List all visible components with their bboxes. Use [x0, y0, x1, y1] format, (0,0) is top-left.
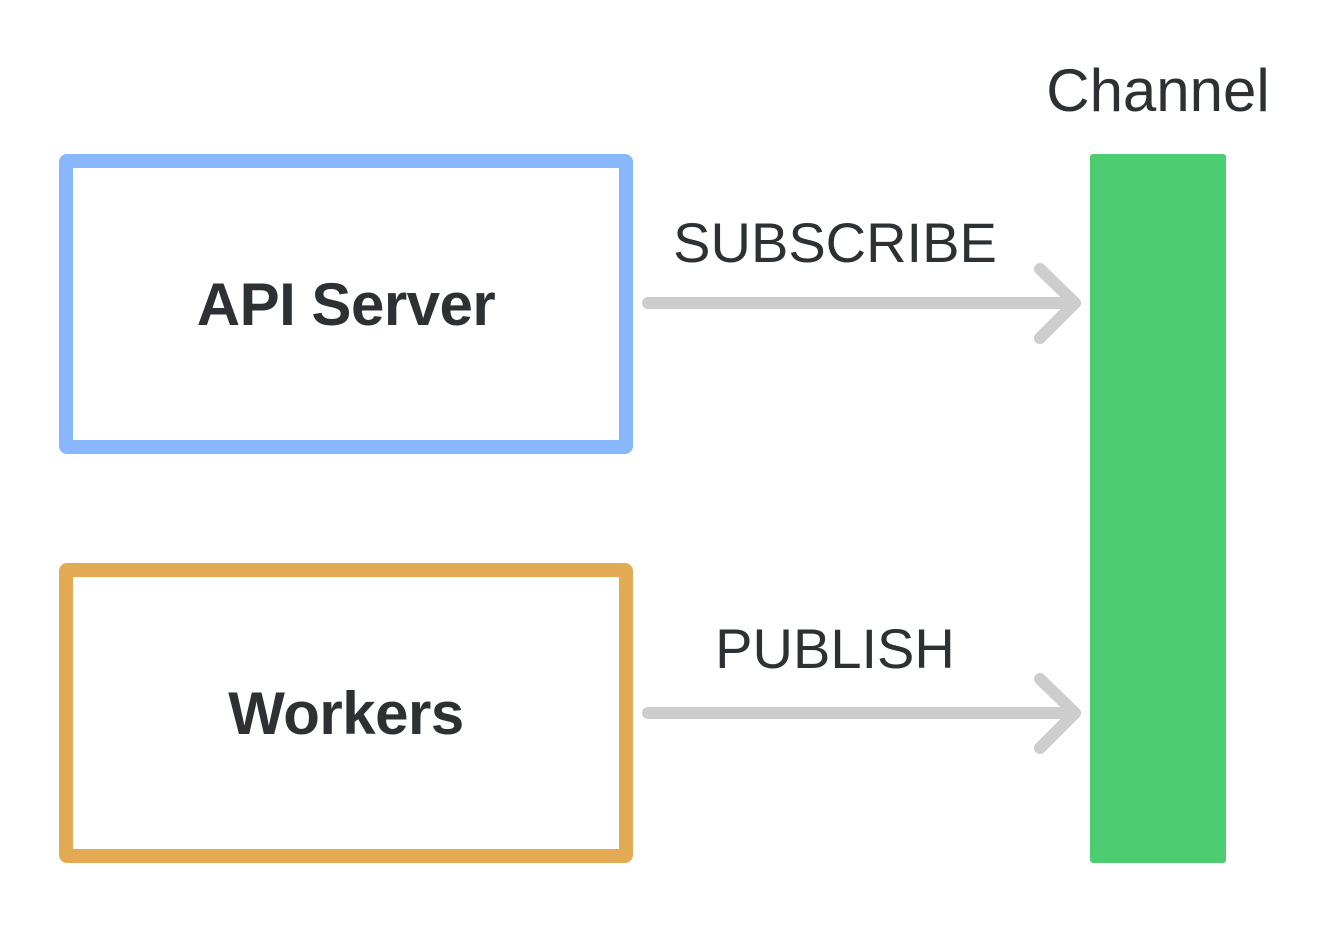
subscribe-arrow — [642, 263, 1081, 344]
workers-label: Workers — [228, 679, 464, 747]
publish-arrow — [642, 673, 1081, 754]
publish-arrowhead — [1034, 673, 1081, 754]
workers-box: Workers — [59, 563, 633, 863]
channel-title: Channel — [1046, 57, 1270, 124]
api-server-box: API Server — [59, 154, 633, 454]
subscribe-arrowhead — [1034, 263, 1081, 344]
subscribe-label: SUBSCRIBE — [673, 211, 997, 274]
channel-bar — [1090, 154, 1226, 863]
api-server-label: API Server — [196, 270, 496, 338]
publish-label: PUBLISH — [715, 617, 955, 680]
